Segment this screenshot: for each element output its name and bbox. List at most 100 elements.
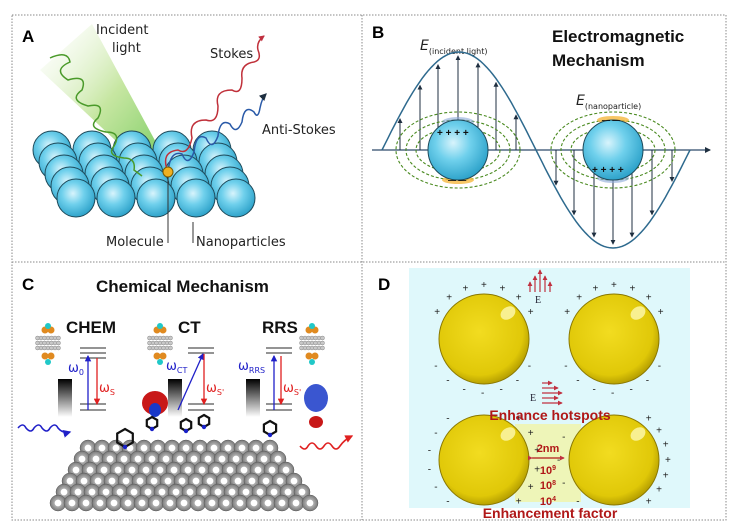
- atom: [309, 323, 315, 329]
- atom: [45, 359, 51, 365]
- lattice-sphere: [56, 178, 96, 218]
- nitrogen-atom: [201, 424, 207, 430]
- plus-charge: +: [564, 307, 570, 318]
- plus-charge: +: [630, 283, 636, 294]
- minus-charge: -: [562, 478, 565, 489]
- gap-size-label: 2nm: [537, 443, 560, 455]
- factor-1e9: 109: [540, 465, 556, 477]
- plus-charge: +: [516, 414, 522, 425]
- minus-charge: -: [528, 361, 531, 372]
- atom: [320, 345, 325, 351]
- minus-charge: -: [562, 432, 565, 443]
- surface-atom: [259, 494, 277, 512]
- nitrogen-atom: [183, 428, 189, 434]
- orbital-lobe: [41, 352, 49, 360]
- enhancement-factor-label: Enhancement factor: [483, 505, 618, 521]
- incident-light-label-1: Incident: [96, 23, 148, 38]
- left-minus-charges: — —: [448, 176, 466, 185]
- metal-band-ct: [168, 379, 182, 417]
- plus-charge: +: [534, 464, 540, 475]
- plus-charge: +: [528, 482, 534, 493]
- nitrogen-atom: [267, 432, 273, 438]
- atom: [168, 345, 173, 351]
- surface-atom: [203, 494, 221, 512]
- incident-photon: [17, 424, 72, 438]
- minus-charge: -: [516, 375, 519, 386]
- plus-charge: +: [646, 414, 652, 425]
- left-plus-charges: + + + +: [437, 128, 469, 139]
- em-title-line1: Electromagnetic: [552, 27, 684, 46]
- lattice-sphere: [96, 178, 136, 218]
- metal-band-chem: [58, 379, 72, 417]
- lattice-sphere: [136, 178, 176, 218]
- rrs-orbital-density: [304, 384, 328, 412]
- surface-atom: [105, 494, 123, 512]
- plus-charge: +: [658, 307, 664, 318]
- orbital-lobe: [153, 352, 161, 360]
- minus-charge: -: [576, 414, 579, 425]
- gold-sphere: [568, 293, 660, 385]
- excitation-arrow-ct: [177, 353, 204, 411]
- plus-charge: +: [646, 293, 652, 304]
- plus-charge: +: [656, 485, 662, 496]
- metal-surface: [49, 439, 319, 512]
- minus-charge: -: [481, 388, 484, 399]
- field-label-mid: E: [530, 393, 536, 404]
- plus-charge: +: [434, 307, 440, 318]
- plus-charge: +: [481, 280, 487, 291]
- adsorbed-molecules: [116, 413, 278, 450]
- chem-title: Chemical Mechanism: [96, 277, 269, 296]
- surface-atom: [287, 494, 305, 512]
- incident-field-wave: [381, 51, 691, 249]
- nitrogen-atom: [122, 444, 128, 450]
- plus-charge: +: [516, 496, 522, 507]
- gold-sphere: [568, 414, 660, 506]
- surface-charges: ++++++++++++++--------------++++++------…: [428, 280, 671, 507]
- orbital-lobe: [159, 352, 167, 360]
- field-arrows-horizontal: [542, 380, 563, 406]
- right-plus-charges: + + + +: [592, 165, 624, 176]
- molecule-dot: [162, 166, 174, 178]
- field-arrows-vertical: [527, 269, 553, 292]
- minus-charge: -: [434, 361, 437, 372]
- atom: [56, 345, 61, 351]
- surface-atom: [189, 494, 207, 512]
- panel-c: C Chemical Mechanism CHEM CT RRS ω0 ωS ω…: [17, 275, 354, 512]
- factor-1e4: 104: [540, 496, 556, 508]
- orbital-lobe: [311, 352, 319, 360]
- plus-charge: +: [528, 307, 534, 318]
- e-nanoparticle-symbol: E(nanoparticle): [576, 93, 641, 111]
- omega-0-label: ω0: [68, 361, 84, 377]
- anti-stokes-wave: [167, 93, 267, 173]
- specular-highlight: [630, 427, 646, 441]
- plus-charge: +: [528, 428, 534, 439]
- outer-frame: [11, 14, 727, 521]
- plus-charge: +: [663, 471, 669, 482]
- nanoparticle-left: [427, 119, 489, 181]
- atom: [309, 359, 315, 365]
- plus-charge: +: [663, 440, 669, 451]
- plus-charge: +: [593, 283, 599, 294]
- rrs-label: RRS: [262, 318, 298, 337]
- minus-charge: -: [611, 388, 614, 399]
- rrs-orbital-density-lobe: [309, 416, 323, 428]
- omega-ct-label: ωCT: [166, 359, 187, 375]
- atom: [157, 323, 163, 329]
- field-label-top: E: [535, 295, 541, 306]
- minus-charge: -: [576, 496, 579, 507]
- panel-b: B Electromagnetic Mechanism E(incident l…: [372, 23, 711, 249]
- minus-charge: -: [630, 385, 633, 396]
- orbital-lobe: [305, 352, 313, 360]
- incident-light-label-2: light: [112, 41, 141, 56]
- factor-1e8: 108: [540, 480, 556, 492]
- panel-d-letter: D: [378, 275, 390, 294]
- surface-atom: [231, 494, 249, 512]
- plus-charge: +: [446, 293, 452, 304]
- omega-s-label: ωS: [99, 381, 115, 397]
- surface-atom: [301, 494, 319, 512]
- specular-highlight: [630, 306, 646, 320]
- omega-s-prime-ct-label: ωS': [206, 381, 224, 397]
- surface-atom: [273, 494, 291, 512]
- atom: [320, 335, 325, 341]
